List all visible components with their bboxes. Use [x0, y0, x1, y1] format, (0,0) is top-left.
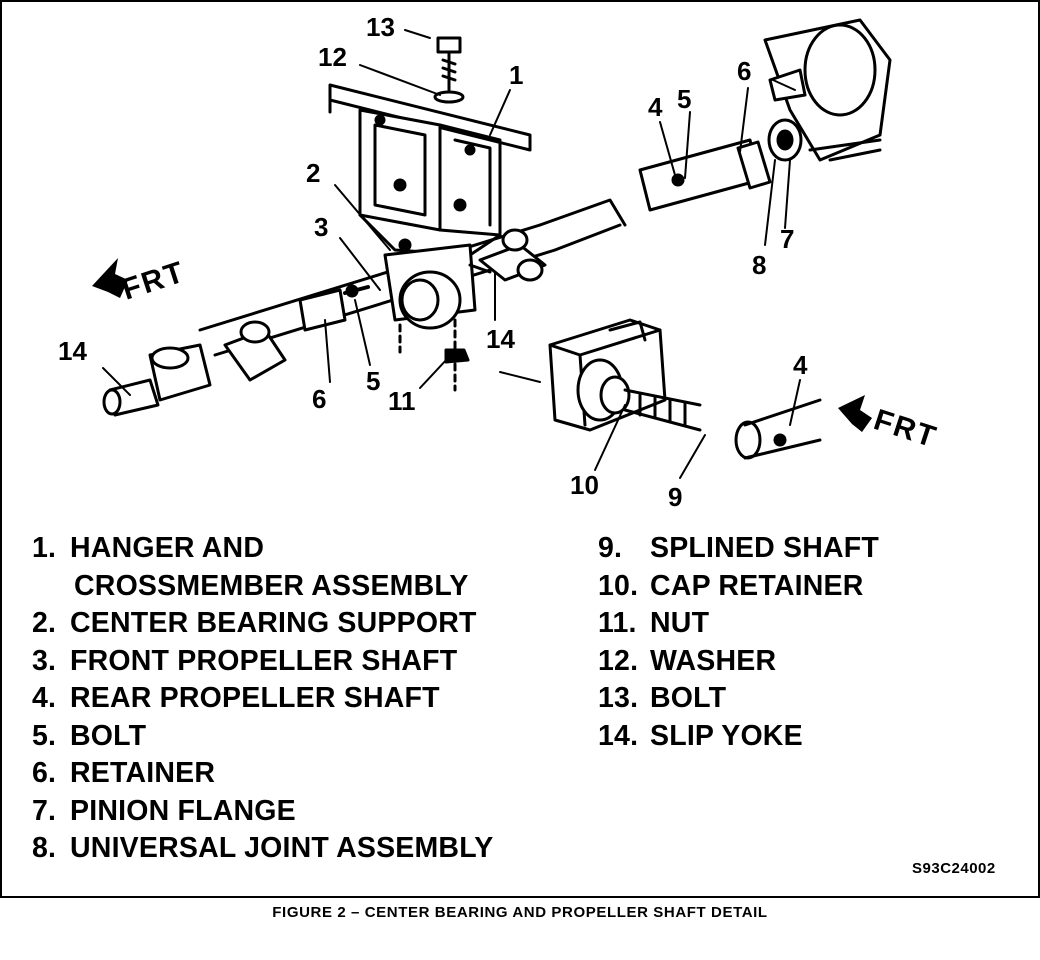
legend-item: 14. SLIP YOKE — [598, 718, 879, 756]
legend-number: 9. — [598, 532, 623, 564]
legend-label: UNIVERSAL JOINT ASSEMBLY — [70, 832, 494, 864]
legend-label: NUT — [650, 607, 710, 639]
legend-item: 11. NUT — [598, 605, 879, 643]
legend-number: 8. — [32, 832, 57, 864]
callout-5-left: 5 — [366, 366, 380, 396]
legend-number: 13. — [598, 682, 639, 714]
legend-number: 3. — [32, 644, 57, 677]
legend-label: SPLINED SHAFT — [650, 532, 880, 564]
legend-item: 13. BOLT — [598, 680, 879, 718]
legend-number: 6. — [32, 757, 57, 789]
legend-number: 2. — [32, 607, 57, 639]
figure-caption: FIGURE 2 – CENTER BEARING AND PROPELLER … — [272, 904, 768, 921]
callout-6-upper: 6 — [737, 56, 751, 86]
callout-6-left: 6 — [312, 384, 326, 414]
frt-label-right: FRT — [870, 403, 941, 454]
callout-10: 10 — [570, 470, 599, 500]
frt-label-left: FRT — [118, 255, 189, 306]
legend-label: SLIP YOKE — [650, 719, 803, 752]
legend-item: 2. CENTER BEARING SUPPORT — [32, 605, 493, 643]
legend-left-column: 1. HANGER AND CROSSMEMBER ASSEMBLY 2. CENT… — [32, 530, 493, 868]
front-slip-yoke — [102, 320, 287, 417]
callout-8: 8 — [752, 250, 766, 280]
center-u-joint — [468, 228, 547, 282]
leader-lines — [102, 29, 801, 479]
legend-label: WASHER — [650, 644, 777, 677]
legend-right-column: 9. SPLINED SHAFT 10. CAP RETAINER 11. NUT 1… — [598, 530, 879, 755]
legend-item: 3. FRONT PROPELLER SHAFT — [32, 643, 493, 681]
legend-number: 7. — [32, 794, 57, 827]
nut — [444, 348, 470, 364]
callout-9: 9 — [668, 482, 682, 512]
callout-2: 2 — [306, 158, 320, 188]
legend-item: 12. WASHER — [598, 643, 879, 681]
callout-13: 13 — [366, 12, 395, 42]
legend-label: RETAINER — [70, 757, 216, 789]
legend-item: 1. HANGER AND — [32, 530, 493, 568]
callout-4-upper: 4 — [648, 92, 663, 122]
legend-label: CENTER BEARING SUPPORT — [70, 607, 477, 639]
legend-item: 9. SPLINED SHAFT — [598, 530, 879, 568]
legend-number: 5. — [32, 719, 57, 752]
legend-number: 1. — [32, 532, 57, 564]
legend-label: BOLT — [70, 719, 147, 752]
rear-propeller-shaft — [638, 138, 772, 212]
legend-number: 11. — [598, 607, 637, 639]
legend-item: 8. UNIVERSAL JOINT ASSEMBLY — [32, 830, 493, 868]
callout-11: 11 — [388, 386, 416, 416]
legend-item: 6. RETAINER — [32, 755, 493, 793]
callout-1: 1 — [509, 60, 523, 90]
callout-7: 7 — [780, 224, 794, 254]
front-arrow-left — [92, 258, 128, 298]
diagram-illustration: 13 12 1 2 3 14 14 6 5 11 4 5 6 7 8 4 10 … — [58, 12, 941, 512]
legend-item: 4. REAR PROPELLER SHAFT — [32, 680, 493, 718]
callout-3: 3 — [314, 212, 328, 242]
callout-12: 12 — [318, 42, 347, 72]
legend-label: CAP RETAINER — [650, 569, 864, 602]
figure-code: S93C24002 — [912, 860, 996, 877]
legend-number: 10. — [598, 569, 639, 602]
legend-item: 5. BOLT — [32, 718, 493, 756]
legend-label: CROSSMEMBER ASSEMBLY — [74, 569, 469, 602]
callout-14-left: 14 — [58, 336, 87, 366]
legend-label: BOLT — [650, 682, 727, 714]
front-arrow-right — [838, 395, 872, 432]
callout-4-lower: 4 — [793, 350, 808, 380]
legend-label: PINION FLANGE — [70, 794, 296, 827]
callout-5-upper: 5 — [677, 84, 691, 114]
legend-number: 4. — [32, 682, 57, 714]
center-bearing-support — [383, 238, 477, 392]
legend-item: 7. PINION FLANGE — [32, 793, 493, 831]
callout-14-center: 14 — [486, 324, 515, 354]
differential-housing — [763, 18, 892, 162]
legend-number: 12. — [598, 644, 639, 677]
legend-label: HANGER AND — [70, 532, 265, 564]
legend-item-continuation: CROSSMEMBER ASSEMBLY — [32, 568, 493, 606]
front-retainer — [298, 284, 370, 332]
legend-label: REAR PROPELLER SHAFT — [70, 682, 440, 714]
figure-frame — [0, 0, 1040, 898]
legend-item: 10. CAP RETAINER — [598, 568, 879, 606]
hanger-bolt — [433, 36, 465, 104]
legend-number: 14. — [598, 719, 639, 752]
legend-label: FRONT PROPELLER SHAFT — [70, 644, 458, 677]
bearing-detail — [499, 318, 822, 460]
